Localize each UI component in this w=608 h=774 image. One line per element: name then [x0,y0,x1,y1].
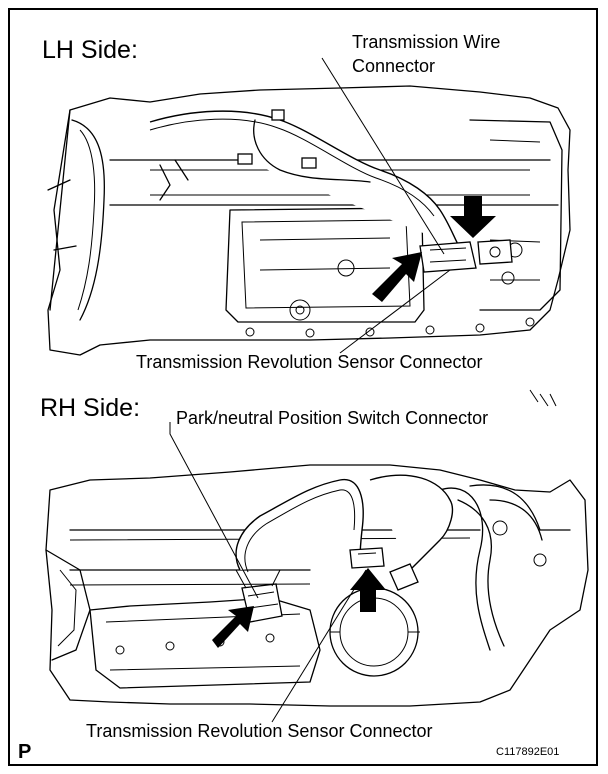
footer-mark: P [18,741,31,763]
arrow-down-connector [450,196,496,238]
leader-park-neutral [169,422,259,599]
callout-transmission-wire-line1: Transmission Wire [352,32,500,52]
callout-park-neutral-switch: Park/neutral Position Switch Connector [176,408,488,428]
arrow-rh-rev-sensor [350,568,386,612]
leader-lh-rev-sensor [339,269,451,354]
arrow-park-neutral-connector [212,606,254,648]
callout-transmission-wire-line2: Connector [352,56,435,76]
leader-rh-rev-sensor [271,569,367,723]
callout-rh-revolution-sensor: Transmission Revolution Sensor Connector [86,721,433,741]
diagram-figure: LH Side: Transmission Wire Connector Tra… [8,8,598,766]
arrow-diagonal-connector [372,252,422,302]
lh-transmission-drawing [47,57,571,356]
diagram-canvas: LH Side: Transmission Wire Connector Tra… [18,32,589,763]
lh-side-title: LH Side: [42,36,138,64]
figure-code: C117892E01 [496,746,559,758]
rh-transmission-drawing [45,389,589,723]
leader-wire-connector [321,57,445,255]
callout-lh-revolution-sensor: Transmission Revolution Sensor Connector [136,352,483,372]
rh-side-title: RH Side: [40,394,140,422]
